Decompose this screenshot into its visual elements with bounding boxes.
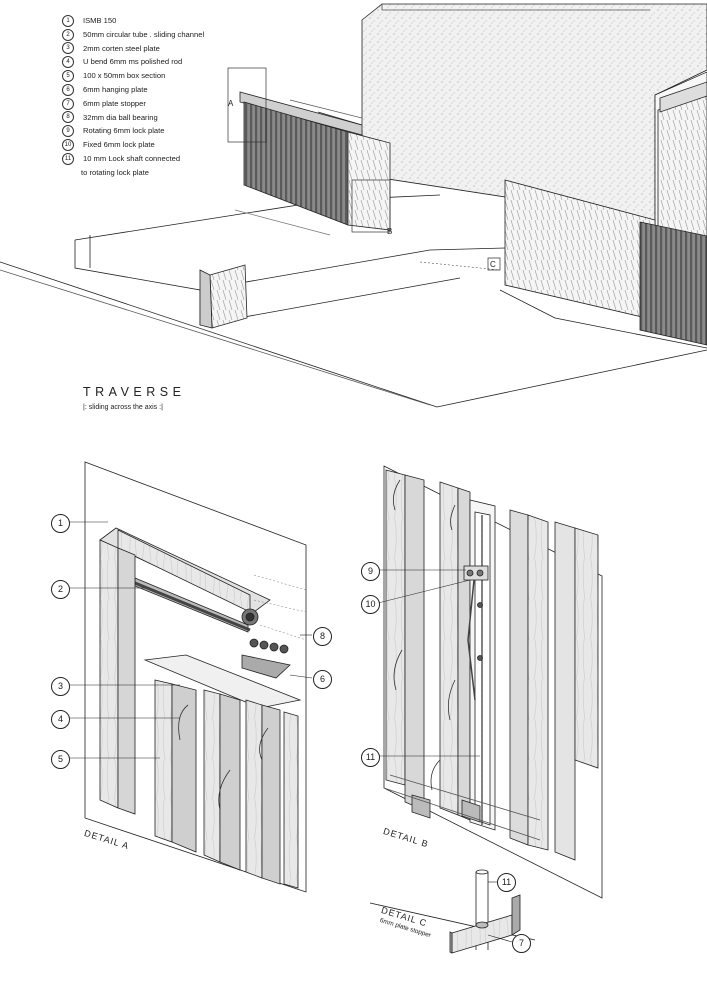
legend-item: 6 6mm hanging plate <box>62 83 204 97</box>
detail-b-drawing <box>383 465 603 899</box>
legend: 1 ISMB 150 2 50mm circular tube . sliding … <box>62 14 204 180</box>
legend-number: 6 <box>62 83 74 96</box>
callout-11: 11 <box>361 748 380 767</box>
callout-3: 3 <box>51 677 70 696</box>
callout-7: 7 <box>512 934 531 953</box>
legend-item: 9 Rotating 6mm lock plate <box>62 124 204 138</box>
section-mark-b: B <box>387 227 392 236</box>
callout-1: 1 <box>51 514 70 533</box>
detail-b-leaders <box>377 569 480 757</box>
callout-11-c: 11 <box>497 873 516 892</box>
detail-c-drawing <box>369 869 536 954</box>
legend-item: 10 Fixed 6mm lock plate <box>62 138 204 152</box>
callout-5: 5 <box>51 750 70 769</box>
legend-item: 7 6mm plate stopper <box>62 97 204 111</box>
legend-text: 100 x 50mm box section <box>83 71 166 81</box>
callout-6: 6 <box>313 670 332 689</box>
detail-a-drawing <box>84 461 307 893</box>
legend-number: 7 <box>62 97 74 110</box>
callout-10: 10 <box>361 595 380 614</box>
callout-2: 2 <box>51 580 70 599</box>
legend-text: Fixed 6mm lock plate <box>83 140 155 150</box>
legend-number: 11 <box>62 152 74 165</box>
section-mark-c: C <box>490 260 496 269</box>
detail-a-leaders <box>68 521 313 759</box>
legend-text: 6mm plate stopper <box>83 98 146 108</box>
legend-number: 5 <box>62 70 74 83</box>
legend-item: 1 ISMB 150 <box>62 14 204 28</box>
legend-number: 2 <box>62 28 74 41</box>
detail-c-leaders <box>487 881 513 943</box>
legend-text: 2mm corten steel plate <box>83 43 160 53</box>
legend-text: Rotating 6mm lock plate <box>83 126 165 136</box>
legend-number: 3 <box>62 42 74 55</box>
legend-item: 2 50mm circular tube . sliding channel <box>62 28 204 42</box>
legend-number: 1 <box>62 14 74 27</box>
legend-number: 4 <box>62 56 74 69</box>
legend-item: 11 10 mm Lock shaft connected <box>62 152 204 166</box>
legend-item: to rotating lock plate <box>62 166 204 180</box>
axonometric-view <box>0 3 707 408</box>
callout-9: 9 <box>361 562 380 581</box>
drawing-title: TRAVERSE <box>83 385 186 399</box>
legend-item: 4 U bend 6mm ms polished rod <box>62 55 204 69</box>
legend-text: to rotating lock plate <box>81 167 149 177</box>
callout-4: 4 <box>51 710 70 729</box>
legend-item: 8 32mm dia ball bearing <box>62 111 204 125</box>
legend-text: 32mm dia ball bearing <box>83 112 158 122</box>
legend-item: 5 100 x 50mm box section <box>62 69 204 83</box>
legend-text: U bend 6mm ms polished rod <box>83 57 183 67</box>
section-mark-a: A <box>228 99 234 108</box>
legend-text: 6mm hanging plate <box>83 84 148 94</box>
drawing-subtitle: |: sliding across the axis :| <box>83 404 163 411</box>
callout-8: 8 <box>313 627 332 646</box>
legend-number: 8 <box>62 111 74 124</box>
legend-number: 9 <box>62 125 74 138</box>
legend-text: 10 mm Lock shaft connected <box>83 153 181 163</box>
legend-item: 3 2mm corten steel plate <box>62 42 204 56</box>
legend-text: ISMB 150 <box>83 16 117 25</box>
legend-text: 50mm circular tube . sliding channel <box>83 29 205 39</box>
legend-number: 10 <box>62 139 74 152</box>
